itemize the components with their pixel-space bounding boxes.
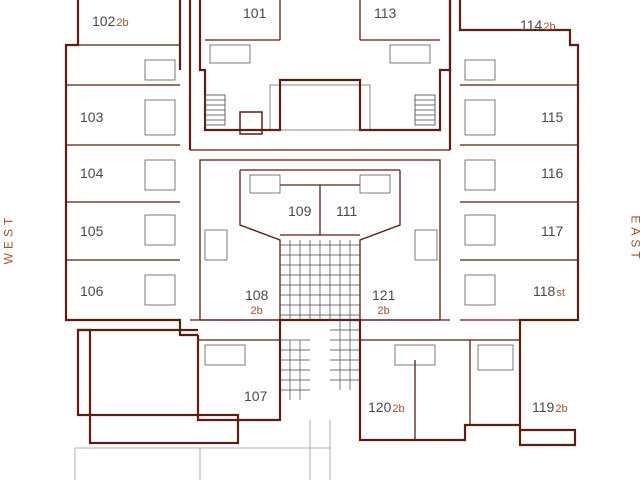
unit-number: 101 <box>243 5 267 21</box>
unit-120: 1202b <box>368 400 405 416</box>
unit-type: 2b <box>116 17 129 29</box>
unit-type: 2b <box>250 305 263 317</box>
unit-109: 109 <box>288 204 311 218</box>
direction-west: WEST <box>1 213 16 265</box>
unit-111: 111 <box>336 204 357 218</box>
unit-105: 105 <box>80 224 103 238</box>
unit-number: 117 <box>541 223 564 239</box>
unit-number: 114 <box>520 17 543 33</box>
unit-number: 103 <box>80 109 104 125</box>
unit-number: 118 <box>533 283 556 299</box>
unit-118: 118st <box>533 284 565 300</box>
site-lines <box>74 420 331 480</box>
unit-number: 107 <box>244 388 268 404</box>
unit-number: 120 <box>368 399 392 415</box>
unit-number: 105 <box>80 223 104 239</box>
unit-type: 2b <box>377 305 390 317</box>
unit-114: 1142b <box>520 18 556 34</box>
unit-number: 113 <box>374 5 397 21</box>
unit-number: 109 <box>288 203 312 219</box>
unit-number: 108 <box>245 287 269 303</box>
unit-number: 102 <box>92 13 116 29</box>
unit-number: 115 <box>541 109 564 125</box>
courtyard-grid <box>280 240 360 400</box>
unit-number: 119 <box>532 399 555 415</box>
unit-102: 1022b <box>92 14 129 30</box>
unit-partitions <box>66 0 578 440</box>
unit-number: 111 <box>336 203 358 219</box>
unit-116: 116 <box>541 166 563 180</box>
unit-number: 121 <box>372 287 396 303</box>
unit-117: 117 <box>541 224 563 238</box>
unit-number: 116 <box>541 165 564 181</box>
unit-type: 2b <box>555 403 568 415</box>
unit-107: 107 <box>244 389 267 403</box>
unit-103: 103 <box>80 110 103 124</box>
direction-east: EAST <box>628 215 640 263</box>
unit-number: 106 <box>80 283 104 299</box>
outer-walls <box>64 0 580 447</box>
stair-and-elevator <box>204 84 436 135</box>
unit-106: 106 <box>80 284 103 298</box>
unit-101: 101 <box>243 6 266 20</box>
unit-type: 2b <box>543 21 556 33</box>
fixtures <box>144 44 514 371</box>
unit-115: 115 <box>541 110 563 124</box>
unit-119: 1192b <box>532 400 568 416</box>
unit-104: 104 <box>80 166 103 180</box>
unit-type: st <box>556 287 565 299</box>
unit-type: 2b <box>392 403 405 415</box>
unit-number: 104 <box>80 165 104 181</box>
unit-113: 113 <box>374 6 396 20</box>
